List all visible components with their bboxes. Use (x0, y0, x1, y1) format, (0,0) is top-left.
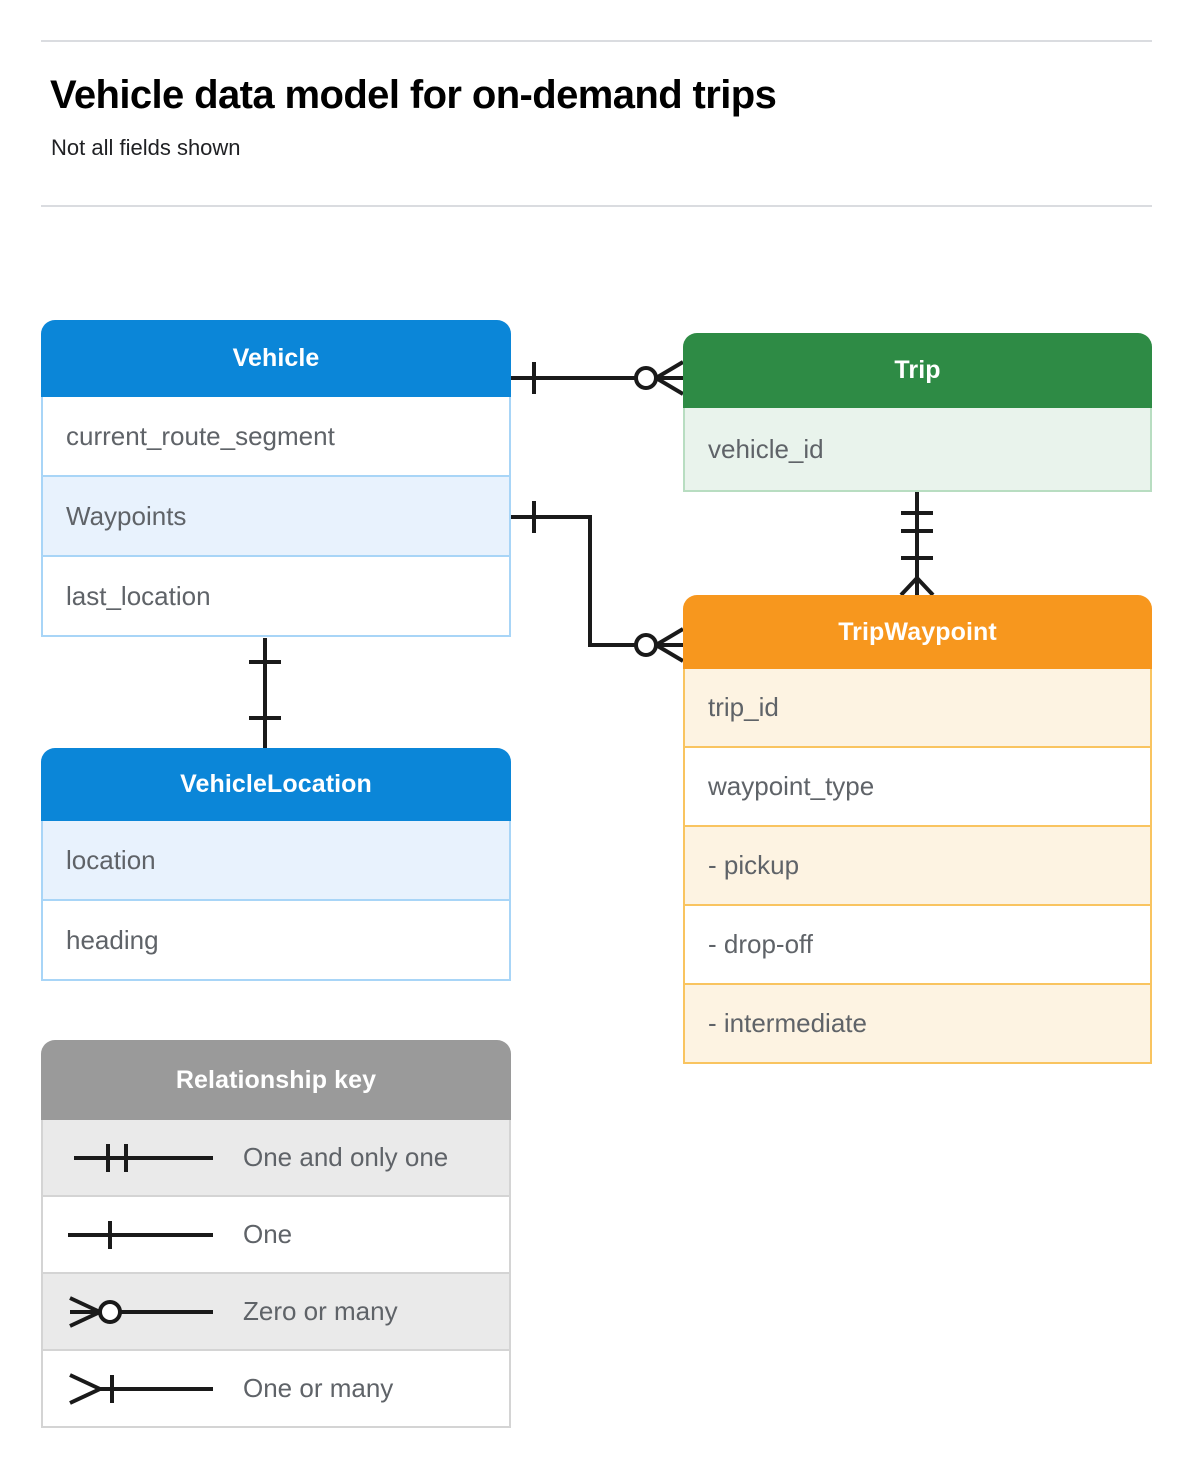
entity-trip[interactable]: Trip vehicle_id (683, 333, 1152, 492)
entity-trip-waypoint-title: TripWaypoint (683, 595, 1152, 669)
entity-trip-waypoint[interactable]: TripWaypoint trip_id waypoint_type - pic… (683, 595, 1152, 1064)
relationship-key-title: Relationship key (41, 1040, 511, 1120)
bottom-divider (41, 205, 1152, 207)
one-and-only-one-icon (43, 1120, 243, 1195)
entity-trip-waypoint-value-pickup[interactable]: - pickup (683, 827, 1152, 906)
zero-or-many-icon (43, 1274, 243, 1349)
legend-row-one-or-many[interactable]: One or many (41, 1351, 511, 1428)
relationship-key-legend[interactable]: Relationship key One and only one One (41, 1040, 511, 1428)
connector-vehicle-trip (511, 360, 685, 396)
legend-label-zero-or-many: Zero or many (243, 1296, 398, 1326)
entity-trip-waypoint-field-trip-id[interactable]: trip_id (683, 669, 1152, 748)
entity-vehicle-field-last-location[interactable]: last_location (41, 557, 511, 637)
entity-vehicle-field-waypoints[interactable]: Waypoints (41, 477, 511, 557)
entity-vehicle-title: Vehicle (41, 320, 511, 397)
legend-label-one-or-many: One or many (243, 1373, 394, 1403)
entity-trip-waypoint-value-intermediate[interactable]: - intermediate (683, 985, 1152, 1064)
legend-row-one-and-only-one[interactable]: One and only one (41, 1120, 511, 1197)
top-divider (41, 40, 1152, 42)
entity-vehicle-location[interactable]: VehicleLocation location heading (41, 748, 511, 981)
legend-row-one[interactable]: One (41, 1197, 511, 1274)
connector-trip-tripwaypoint (899, 492, 935, 597)
one-icon (43, 1197, 243, 1272)
legend-row-zero-or-many[interactable]: Zero or many (41, 1274, 511, 1351)
connector-waypoints-tripwaypoint (511, 501, 685, 663)
page-subtitle: Not all fields shown (51, 135, 241, 160)
entity-trip-waypoint-field-waypoint-type[interactable]: waypoint_type (683, 748, 1152, 827)
entity-trip-title: Trip (683, 333, 1152, 408)
one-or-many-icon (43, 1351, 243, 1426)
connector-vehicle-vehiclelocation (249, 638, 281, 748)
legend-label-one-and-only-one: One and only one (243, 1142, 449, 1172)
page-title: Vehicle data model for on-demand trips (50, 73, 777, 117)
entity-trip-field-vehicle-id[interactable]: vehicle_id (683, 408, 1152, 492)
legend-label-one: One (243, 1219, 293, 1249)
entity-vehicle[interactable]: Vehicle current_route_segment Waypoints … (41, 320, 511, 637)
entity-vehicle-field-current-route-segment[interactable]: current_route_segment (41, 397, 511, 477)
entity-vehicle-location-field-heading[interactable]: heading (41, 901, 511, 981)
entity-vehicle-location-title: VehicleLocation (41, 748, 511, 821)
entity-trip-waypoint-value-drop-off[interactable]: - drop-off (683, 906, 1152, 985)
entity-vehicle-location-field-location[interactable]: location (41, 821, 511, 901)
